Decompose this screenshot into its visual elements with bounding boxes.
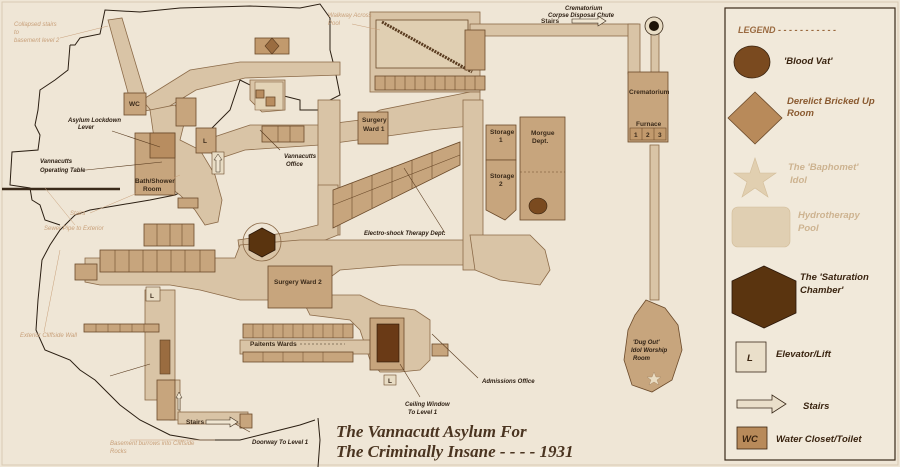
- sewer-note: Sewer Pipe to Exterior: [44, 226, 105, 232]
- legend-baphomet-label-1: The 'Baphomet': [788, 162, 859, 173]
- legend-saturation-label-1: The 'Saturation: [800, 272, 869, 283]
- walkway-note-1: Walkway Across: [328, 13, 372, 19]
- admissions-label: Admissions Office: [481, 379, 535, 385]
- furnace-1: 1: [634, 132, 638, 139]
- ceiling-label-2: To Level 1: [408, 410, 438, 416]
- legend-elevator-glyph: L: [747, 353, 753, 364]
- surgery1-label-2: Ward 1: [363, 126, 385, 133]
- dugout-label-2: Idol Worship: [631, 348, 668, 354]
- stairs-note: Stairs: [70, 211, 85, 217]
- legend-derelict-label-2: Room: [787, 108, 814, 119]
- dug-out-room: [623, 299, 683, 393]
- dugout-label-3: Room: [633, 356, 651, 362]
- legend-heading: LEGEND - - - - - - - - - - -: [738, 25, 836, 35]
- legend-pool-icon: [731, 206, 791, 248]
- optable-label-1: Vannacutts: [40, 159, 73, 165]
- saturation-chamber-marker: [248, 227, 276, 258]
- wc-label: WC: [129, 101, 140, 108]
- legend-baphomet-icon: [733, 157, 777, 198]
- room-labels: WC Bath/Shower Room Surgery Ward 1 Surge…: [129, 18, 670, 426]
- storage1-label-2: 1: [499, 137, 503, 144]
- collapsed-note-3: basement level 2: [14, 38, 60, 44]
- legend-derelict-label-1: Derelict Bricked Up: [787, 96, 875, 107]
- legend-blood-vat-label: 'Blood Vat': [784, 56, 833, 67]
- legend-wc-glyph: WC: [742, 434, 758, 445]
- legend: LEGEND - - - - - - - - - - - 'Blood Vat'…: [724, 7, 896, 461]
- stairs-bottom-label: Stairs: [186, 419, 204, 426]
- legend-baphomet-label-2: Idol: [790, 175, 807, 186]
- bath-label-1: Bath/Shower: [135, 178, 175, 185]
- cliffside-wall-right: [317, 417, 321, 467]
- legend-pool-label-1: Hydrotherapy: [798, 210, 860, 221]
- map-title: The Vannacutt Asylum For The Criminally …: [336, 422, 574, 461]
- legend-stairs-icon: [736, 394, 787, 414]
- legend-elevator-label: Elevator/Lift: [776, 349, 832, 360]
- title-line-1: The Vannacutt Asylum For: [336, 422, 527, 441]
- walkway-note-2: Pool: [328, 21, 341, 27]
- rooms: [74, 16, 683, 429]
- legend-stairs-label: Stairs: [803, 401, 829, 412]
- office-label-2: Office: [286, 162, 304, 168]
- stairs-top-label: Stairs: [541, 18, 559, 25]
- office-label-1: Vannacutts: [284, 154, 317, 160]
- lockdown-label-2: Lever: [78, 125, 95, 131]
- derelict-room-marker: [264, 37, 280, 55]
- patients-wards-label: Paitents Wards: [250, 341, 297, 348]
- elevator-label-c: L: [388, 378, 392, 385]
- faint-notes: Collapsed stairs to basement level 2 Wal…: [14, 13, 372, 455]
- burrows-note-1: Basement burrows into Cliffside: [110, 441, 195, 447]
- legend-wc-label: Water Closet/Toilet: [776, 434, 862, 445]
- legend-derelict-icon: [727, 91, 783, 145]
- storage2-label-2: 2: [499, 181, 503, 188]
- cliffside-wall-left: [9, 44, 71, 226]
- corridors: [84, 11, 660, 425]
- title-line-2: The Criminally Insane - - - - 1931: [336, 442, 574, 461]
- storage2-label-1: Storage: [490, 173, 515, 180]
- burrows-note-2: Rocks: [110, 449, 127, 455]
- legend-elevator-icon: [735, 341, 767, 373]
- elevator-label-a: L: [203, 138, 207, 145]
- collapsed-note-2: to: [14, 30, 20, 36]
- baphomet-idol-marker: [646, 371, 662, 386]
- stairs-arrow-bottom: [205, 416, 239, 428]
- surgery1-label-1: Surgery: [362, 117, 387, 124]
- furnace-2: 2: [646, 132, 650, 139]
- electro-label: Electro-shock Therapy Dept.: [364, 231, 446, 237]
- dugout-label-1: 'Dug Out': [633, 340, 660, 346]
- walkway-across-pool: [381, 20, 473, 74]
- collapsed-note-1: Collapsed stairs: [14, 22, 57, 28]
- storage1-label-1: Storage: [490, 129, 515, 136]
- chute-label-1: Crematorium: [565, 6, 603, 12]
- furnace-label: Furnace: [636, 121, 662, 128]
- legend-saturation-label-2: Chamber': [800, 285, 844, 296]
- ceiling-label-1: Ceiling Window: [405, 402, 450, 408]
- optable-label-2: Operating Table: [40, 168, 86, 174]
- cliffwall-note: Exterior Cliffside Wall: [20, 333, 78, 339]
- morgue-label-2: Dept.: [532, 138, 548, 145]
- annotation-labels: Asylum Lockdown Lever Vannacutts Operati…: [40, 6, 668, 446]
- lockdown-label-1: Asylum Lockdown: [67, 118, 121, 124]
- legend-wc-icon: [736, 426, 768, 450]
- legend-pool-label-2: Pool: [798, 223, 819, 234]
- crematorium-label: Crematorium: [629, 89, 670, 96]
- morgue-label-1: Morgue: [531, 130, 555, 137]
- doorway-label: Doorway To Level 1: [252, 440, 309, 446]
- blood-vat-marker: [528, 197, 548, 215]
- chute-label-2: Corpse Disposal Chute: [548, 13, 615, 19]
- note-lines: [43, 23, 381, 441]
- leader-lines: [85, 129, 479, 433]
- elevator-label-b: L: [150, 293, 154, 300]
- legend-saturation-icon: [731, 265, 797, 329]
- stairs-arrow-top: [571, 15, 607, 27]
- legend-blood-vat-icon: [733, 45, 771, 79]
- bath-label-2: Room: [143, 186, 162, 193]
- surgery2-label: Surgery Ward 2: [274, 279, 322, 286]
- furnace-3: 3: [658, 132, 662, 139]
